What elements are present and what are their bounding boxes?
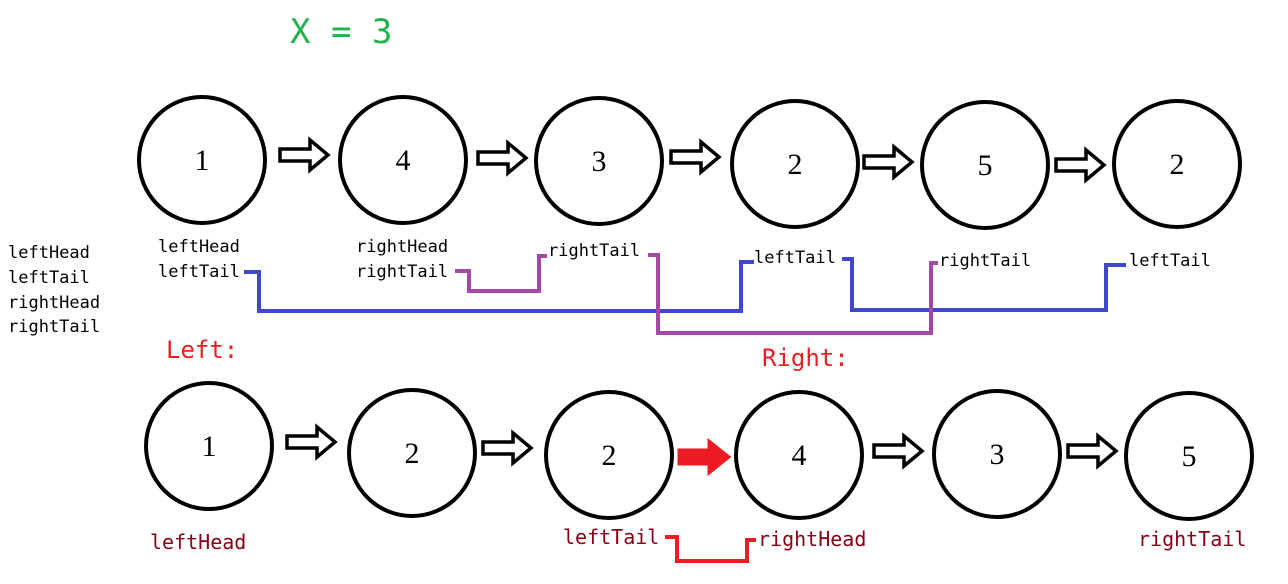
- top-node: 5: [920, 100, 1050, 230]
- pointer-label: leftTail: [754, 248, 836, 268]
- pointer-label: leftTail: [1129, 251, 1211, 271]
- node-value: 2: [602, 439, 617, 472]
- legend: leftHead leftTail rightHead rightTail: [8, 243, 100, 337]
- node-value: 4: [792, 439, 807, 472]
- top-arrows: [278, 136, 1107, 184]
- pointer-label: leftHead: [150, 530, 246, 554]
- next-arrow-icon: [481, 429, 534, 467]
- pointer-label: rightTail: [939, 251, 1031, 271]
- bottom-node: 4: [734, 390, 864, 520]
- join-link: [665, 535, 756, 563]
- next-arrow-icon: [862, 143, 915, 181]
- top-row: 1 4 3 2 5 2: [137, 95, 1242, 230]
- legend-item: rightTail: [8, 317, 100, 337]
- top-node: 1: [137, 95, 267, 225]
- right-tail-link: [648, 253, 938, 335]
- left-section-heading: Left:: [166, 336, 238, 364]
- left-tail-link: [842, 257, 1126, 312]
- bottom-arrows: [285, 423, 1119, 470]
- pointer-label: leftTail: [563, 525, 659, 549]
- next-arrow-icon: [278, 136, 331, 174]
- bottom-labels: leftHead leftTail rightHead rightTail: [150, 525, 1246, 554]
- pointer-label: rightTail: [548, 241, 640, 261]
- pointer-label: leftTail: [158, 262, 240, 282]
- top-node: 3: [534, 96, 664, 226]
- top-node: 4: [338, 95, 468, 225]
- node-value: 5: [1182, 440, 1197, 473]
- join-arrow-icon: [677, 437, 732, 477]
- right-section-heading: Right:: [762, 344, 849, 372]
- node-value: 1: [195, 144, 210, 177]
- bottom-node: 3: [932, 389, 1062, 519]
- top-node: 2: [730, 99, 860, 229]
- top-labels: leftHead leftTail rightHead rightTail ri…: [158, 237, 1211, 282]
- node-value: 2: [788, 148, 803, 181]
- node-value: 3: [990, 438, 1005, 471]
- pointer-label: rightTail: [356, 262, 448, 282]
- bottom-row: 1 2 2 4 3 5: [144, 381, 1254, 521]
- node-value: 3: [592, 145, 607, 178]
- header-text: X = 3: [290, 12, 392, 52]
- pointer-label: rightTail: [1138, 527, 1246, 551]
- bottom-node: 2: [347, 388, 477, 518]
- bottom-node: 5: [1124, 391, 1254, 521]
- node-value: 2: [1170, 148, 1185, 181]
- next-arrow-icon: [476, 139, 529, 177]
- next-arrow-icon: [285, 423, 338, 461]
- node-value: 5: [978, 149, 993, 182]
- legend-item: rightHead: [8, 293, 100, 313]
- next-arrow-icon: [1066, 432, 1119, 470]
- next-arrow-icon: [1054, 146, 1107, 184]
- bottom-node: 2: [544, 390, 674, 520]
- node-value: 1: [202, 430, 217, 463]
- legend-item: leftTail: [8, 268, 90, 288]
- right-tail-link: [455, 254, 547, 293]
- node-value: 2: [405, 437, 420, 470]
- pointer-label: rightHead: [356, 237, 448, 257]
- left-tail-link: [244, 260, 754, 313]
- pointer-label: leftHead: [158, 237, 240, 257]
- next-arrow-icon: [669, 138, 722, 176]
- legend-item: leftHead: [8, 243, 90, 263]
- top-node: 2: [1112, 99, 1242, 229]
- node-value: 4: [396, 144, 411, 177]
- pointer-label: rightHead: [758, 527, 866, 551]
- bottom-node: 1: [144, 381, 274, 511]
- next-arrow-icon: [872, 432, 925, 470]
